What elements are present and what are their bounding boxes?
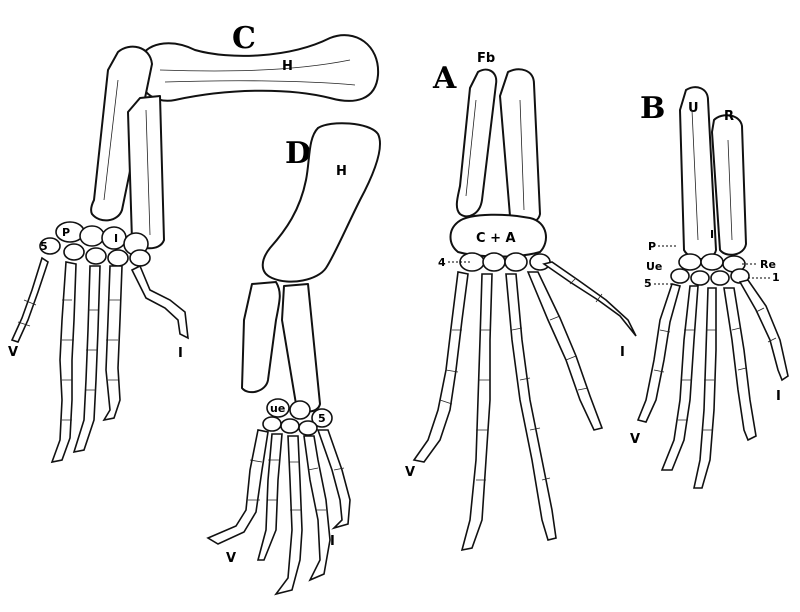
panel-c-carpals	[39, 221, 151, 267]
panel-a-i-label: I	[620, 345, 625, 360]
panel-d-letter: D	[285, 136, 311, 171]
panel-a-tarsals	[459, 252, 551, 272]
panel-d-humerus-label: H	[336, 164, 347, 179]
panel-b-v-label: V	[630, 432, 640, 447]
panel-d-ulna	[241, 281, 281, 394]
panel-a-fb-label: Fb	[477, 51, 495, 66]
panel-d-radius	[281, 283, 321, 413]
panel-d: D H ue 5 V I	[206, 122, 381, 596]
panel-a-4-label: 4	[438, 256, 446, 269]
panel-a-calcaneum-astragalus	[449, 213, 547, 258]
panel-d-humerus	[261, 122, 381, 283]
panel-d-i-label: I	[330, 534, 335, 549]
panel-a-letter: A	[432, 61, 457, 96]
panel-b-radius	[711, 114, 747, 256]
panel-b-u-label: U	[688, 101, 699, 116]
panel-c-5-label: 5	[40, 240, 48, 253]
panel-a-digits	[412, 261, 637, 552]
panel-b-i-label: I	[776, 389, 781, 404]
panel-a-tibia	[499, 68, 541, 225]
panel-b-5-label: 5	[644, 277, 652, 290]
panel-d-v-label: V	[226, 551, 236, 566]
panel-a-ca-label: C + A	[476, 231, 516, 246]
panel-c: C H P 5 I	[8, 21, 380, 464]
panel-b-ulna	[679, 86, 717, 260]
panel-a: A Fb C + A 4 I V	[405, 51, 637, 552]
panel-b-r-label: R	[724, 109, 734, 124]
panel-d-ue-label: ue	[270, 402, 285, 415]
panel-c-i-small-label: I	[114, 232, 118, 245]
panel-c-letter: C	[232, 21, 256, 56]
panel-b-ue-label: Ue	[646, 260, 662, 273]
panel-c-p-label: P	[62, 226, 70, 239]
panel-b-i-small-label: I	[710, 228, 714, 241]
panel-b-letter: B	[640, 91, 665, 126]
panel-c-humerus	[137, 34, 380, 102]
panel-c-v-label: V	[8, 345, 18, 360]
panel-d-carpals	[262, 398, 333, 436]
panel-a-fibula	[455, 68, 498, 218]
panel-b-digits	[636, 279, 789, 489]
panel-b-re-label: Re	[760, 258, 776, 271]
panel-b-carpals	[670, 253, 750, 286]
panel-c-digits	[10, 256, 189, 464]
panel-c-i-label: I	[178, 346, 183, 361]
panel-b-p-label: P	[648, 240, 656, 253]
panel-c-humerus-label: H	[282, 59, 293, 74]
panel-b: B U R P I Ue Re 5 1	[630, 86, 789, 489]
panel-d-5-label: 5	[318, 412, 326, 425]
panel-a-v-label: V	[405, 465, 415, 480]
panel-d-digits	[206, 429, 351, 596]
panel-b-1-label: 1	[772, 271, 780, 284]
